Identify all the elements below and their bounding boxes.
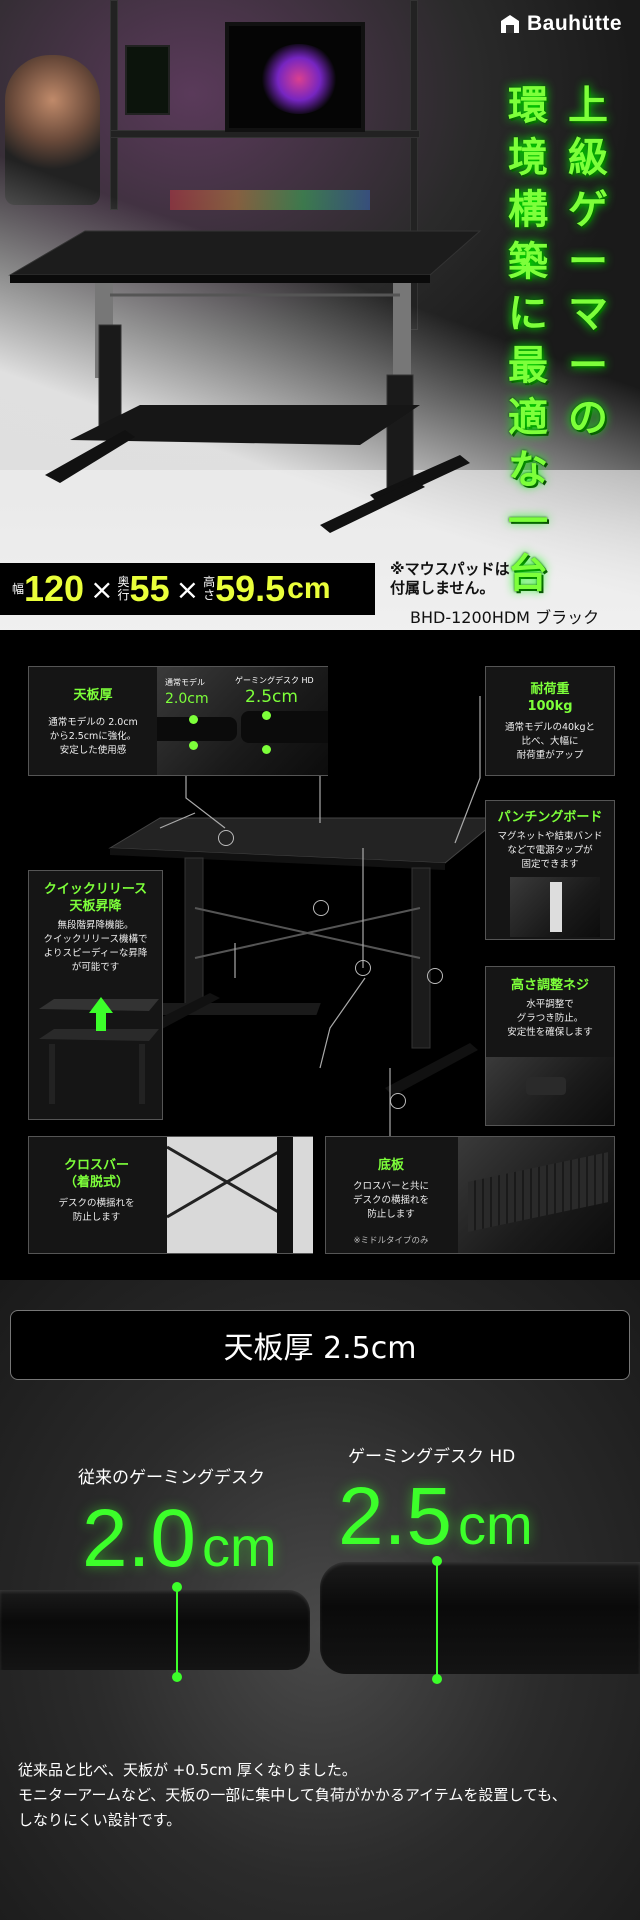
feature-quick-release: クイックリリース 天板昇降 無段階昇降機能。 クイックリリース機構で よりスピー… [28,870,163,1120]
feature-load: 耐荷重 100kg 通常モデルの40kgと 比べ、大幅に 耐荷重がアップ [485,666,615,776]
load-value: 100kg [527,699,573,714]
catch-char: ゲ [568,187,608,233]
catch-char: 一 [508,499,548,545]
hero-section: Bauhütte 上級ゲーマーの 環境構築に最適な一台 幅 120 × 奥行 5… [0,0,640,630]
callout-dot [355,960,371,976]
feature-title: パンチングボード [497,810,603,825]
feature-body: 通常モデルの40kgと 比べ、大幅に 耐荷重がアップ [504,722,596,761]
feature-title: 高さ調整ネジ [510,978,589,993]
catch-char: な [508,447,548,493]
depth-value: 55 [129,568,170,609]
feature-bottom-board: 底板 クロスバーと共に デスクの横揺れを 防止します ※ミドルタイプのみ [325,1136,615,1254]
measure-dot [172,1582,182,1592]
catch-char: 環 [508,83,548,129]
catch-char: ー [568,343,608,389]
old-desk-label: 従来のゲーミングデスク [78,1468,265,1488]
features-section: 天板厚 通常モデルの 2.0cm から2.5cmに強化。 安定した使用感 通常モ… [0,648,640,1280]
callout-dot [218,830,234,846]
catch-char: ー [568,239,608,285]
measure-dot [432,1556,442,1566]
feature-top-thickness: 天板厚 通常モデルの 2.0cm から2.5cmに強化。 安定した使用感 通常モ… [28,666,328,776]
catch-char: 適 [508,395,548,441]
catch-char: 築 [508,239,548,285]
dimensions-bar: 幅 120 × 奥行 55 × 高さ 59.5 cm [0,563,375,615]
bauhutte-logo-icon [501,15,519,33]
depth-label: 奥行 [117,575,130,602]
callout-dot [390,1093,406,1109]
thickness-photo: 通常モデル 2.0cm ゲーミングデスク HD 2.5cm [157,667,328,775]
catch-char: マ [568,291,608,337]
measure-dot [172,1672,182,1682]
feature-body: マグネットや結束バンド などで電源タップが 固定できます [497,831,603,870]
thickness-banner: 天板厚 2.5cm [10,1310,630,1380]
crossbar-photo [166,1137,313,1253]
quick-release-illustration [39,997,159,1104]
catch-char: の [568,395,608,441]
catch-char: 上 [568,83,608,129]
width-label: 幅 [12,581,25,596]
catch-char: 台 [508,551,548,597]
feature-title: クロスバー （着脱式） [63,1158,129,1190]
feature-punching-board: パンチングボード マグネットや結束バンド などで電源タップが 固定できます [485,800,615,940]
catch-char: に [508,291,548,337]
bottom-board-photo [458,1137,614,1253]
mousepad-note: ※マウスパッドは 付属しません。 [390,560,510,597]
brand-name: Bauhütte [527,12,622,35]
callout-dot [427,968,443,984]
catch-char: 構 [508,187,548,233]
brand-logo: Bauhütte [499,12,622,36]
callout-dot [313,900,329,916]
feature-body: 無段階昇降機能。 クイックリリース機構で よりスピーディーな昇降 が可能です [43,920,148,973]
new-desk-label: ゲーミングデスク HD [348,1447,516,1467]
bottom-board-note: ※ミドルタイプのみ [353,1236,429,1246]
feature-body: 水平調整で グラつき防止。 安定性を確保します [507,999,593,1038]
feature-height-adjust: 高さ調整ネジ 水平調整で グラつき防止。 安定性を確保します [485,966,615,1126]
catch-char: 境 [508,135,548,181]
feature-body: デスクの横揺れを 防止します [58,1198,135,1223]
desk-diagram [70,696,502,1198]
model-name: BHD-1200HDM ブラック [410,608,600,627]
dimension-unit: cm [287,572,331,605]
height-value: 59.5 [215,568,286,609]
catch-copy-column-1: 上級ゲーマーの [560,80,616,444]
old-desk-top-photo [0,1590,310,1670]
catch-char: 級 [568,135,608,181]
feature-crossbar: クロスバー （着脱式） デスクの横揺れを 防止します [28,1136,313,1254]
feature-title: 天板厚 [73,688,113,703]
desk-product-image [8,230,482,533]
width-value: 120 [24,568,85,609]
height-label: 高さ [203,575,216,602]
adjuster-photo [486,1057,614,1125]
thickness-description: 従来品と比べ、天板が +0.5cm 厚くなりました。 モニターアームなど、天板の… [18,1761,567,1829]
feature-body: 通常モデルの 2.0cm から2.5cmに強化。 安定した使用感 [48,717,138,756]
feature-title: 耐荷重 [530,682,570,697]
punching-board-photo [510,877,600,937]
times-sign: × [90,572,114,606]
catch-char: 最 [508,343,548,389]
catch-copy-column-2: 環境構築に最適な一台 [500,80,556,600]
feature-body: クロスバーと共に デスクの横揺れを 防止します [352,1181,429,1220]
new-desk-top-photo [320,1562,640,1674]
measure-dot [432,1674,442,1684]
feature-title: クイックリリース 天板昇降 [43,882,148,914]
feature-title: 底板 [377,1158,404,1173]
times-sign: × [175,572,200,606]
